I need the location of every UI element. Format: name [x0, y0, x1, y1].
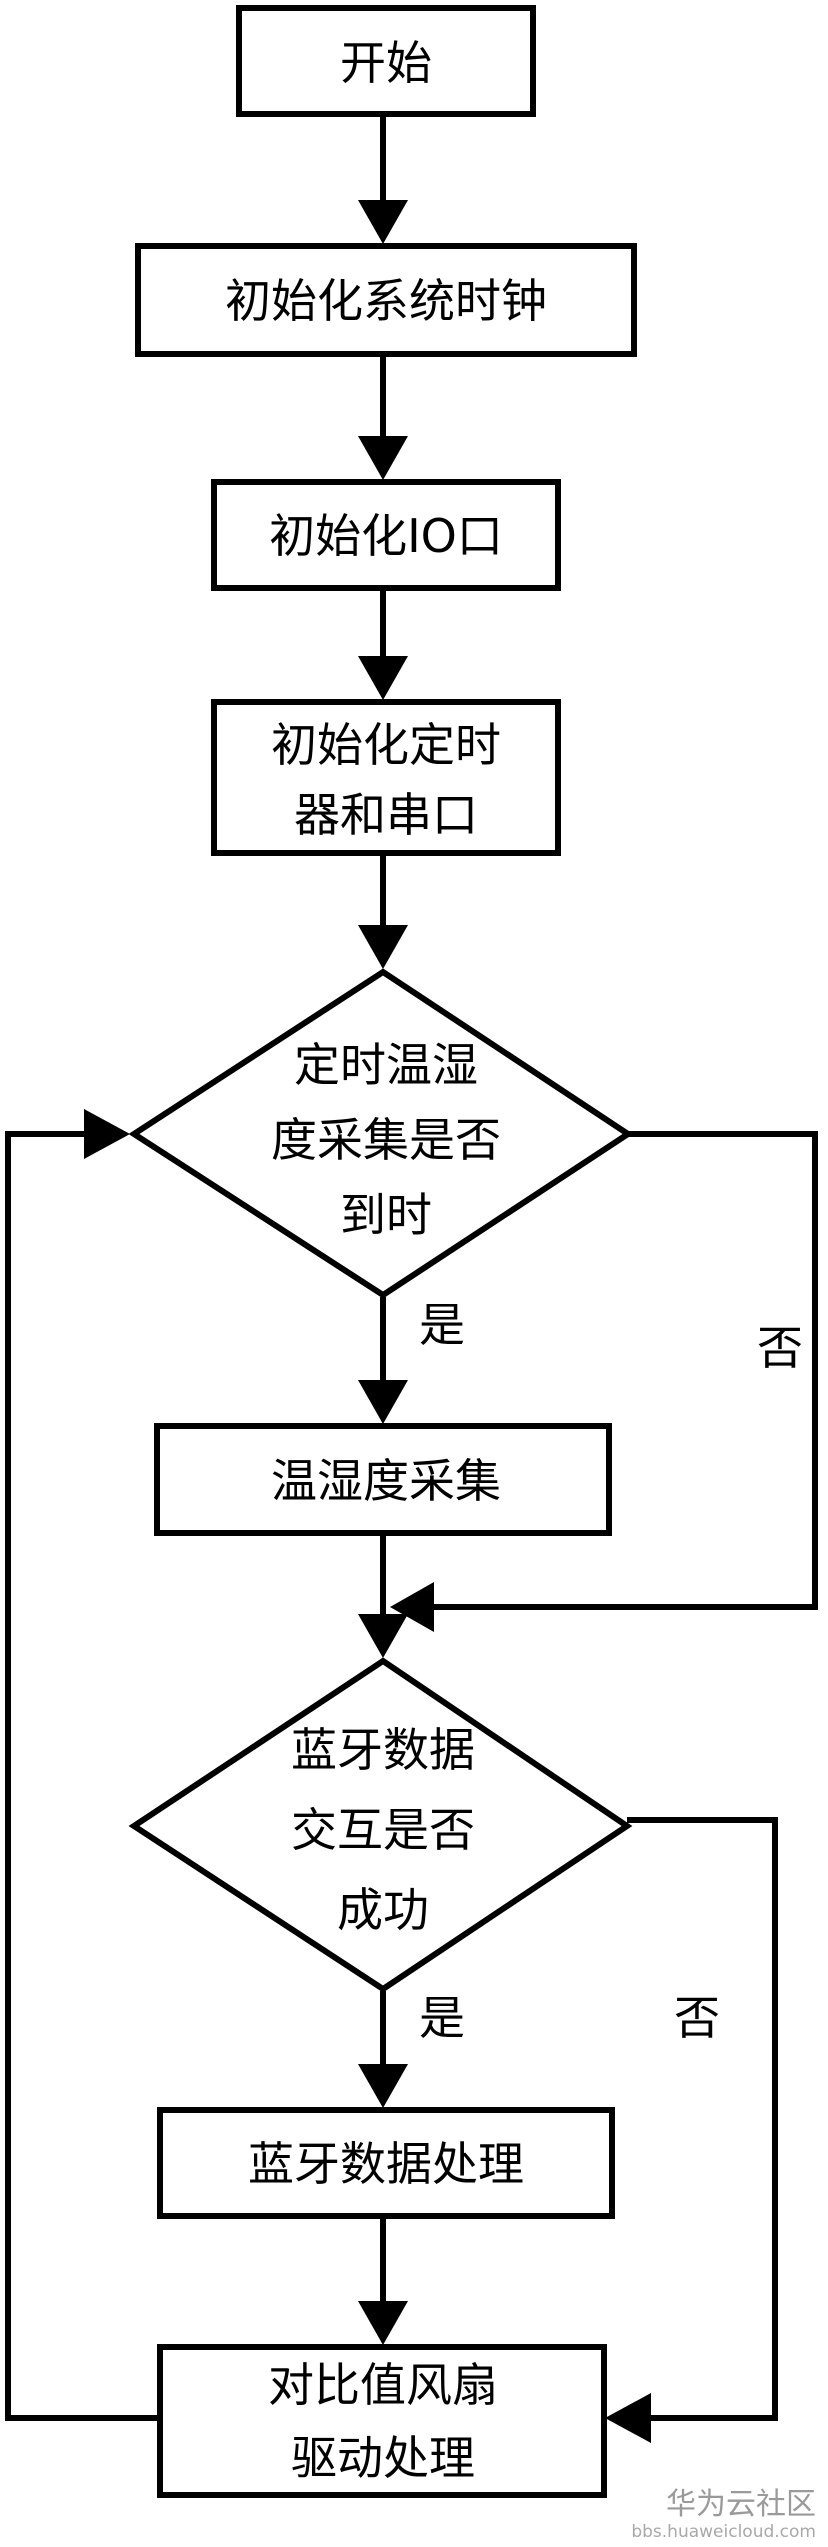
decision-timer-label-line1: 定时温湿	[294, 1038, 478, 1092]
node-init-timer-label-line1: 初始化定时	[271, 718, 501, 772]
node-init-io: 初始化IO口	[211, 479, 561, 591]
arrowhead-check-timer	[358, 925, 408, 969]
edge-check-bluetooth-no	[627, 1817, 778, 2421]
node-init-clock: 初始化系统时钟	[135, 243, 637, 357]
decision-bluetooth-label-line3: 成功	[337, 1883, 429, 1937]
decision-timer-label-line3: 到时	[340, 1188, 432, 1242]
arrowhead-fan-side	[605, 2393, 651, 2443]
node-init-io-label: 初始化IO口	[269, 509, 503, 563]
node-fan-drive: 对比值风扇 驱动处理	[157, 2344, 607, 2498]
decision-bluetooth-label-line1: 蓝牙数据	[291, 1723, 475, 1777]
edge-check-timer-no	[430, 1131, 818, 1610]
watermark-main: 华为云社区	[666, 2487, 816, 2522]
arrowhead-timer-init	[358, 656, 408, 700]
arrowhead-no-merge	[390, 1582, 434, 1632]
arrowhead-clock	[358, 200, 408, 244]
decision-bluetooth: 蓝牙数据 交互是否 成功	[128, 1657, 633, 1993]
node-bt-process: 蓝牙数据处理	[157, 2107, 615, 2219]
decision-bluetooth-label-line2: 交互是否	[291, 1803, 475, 1857]
decision-timer: 定时温湿 度采集是否 到时	[128, 968, 634, 1299]
node-init-clock-label: 初始化系统时钟	[225, 274, 547, 328]
node-init-timer: 初始化定时 器和串口	[211, 699, 561, 856]
node-collect: 温湿度采集	[154, 1423, 612, 1536]
arrowhead-bt-process	[358, 2064, 408, 2108]
arrowhead-fan-drive	[358, 2301, 408, 2345]
node-fan-drive-label-line2: 驱动处理	[291, 2431, 475, 2485]
edge-label-bt-no: 否	[674, 1991, 720, 2045]
decision-timer-label-line2: 度采集是否	[271, 1113, 501, 1167]
node-init-timer-label-line2: 器和串口	[294, 788, 478, 842]
arrowhead-check-bluetooth	[358, 1614, 408, 1658]
edge-loop-back	[5, 1131, 160, 2421]
edge-label-timer-yes: 是	[419, 1298, 465, 1352]
arrowhead-loop-back	[84, 1109, 130, 1159]
node-collect-label: 温湿度采集	[271, 1454, 501, 1508]
arrowhead-collect	[358, 1380, 408, 1424]
edge-label-timer-no: 否	[757, 1321, 803, 1375]
arrowhead-io	[358, 436, 408, 480]
node-start-label: 开始	[340, 36, 432, 90]
node-start: 开始	[236, 5, 536, 117]
watermark: 华为云社区 bbs.huaweicloud.com	[631, 2487, 816, 2542]
connectors	[5, 116, 818, 2443]
edge-label-bt-yes: 是	[419, 1991, 465, 2045]
watermark-sub: bbs.huaweicloud.com	[631, 2522, 816, 2542]
node-fan-drive-label-line1: 对比值风扇	[268, 2358, 498, 2412]
node-bt-process-label: 蓝牙数据处理	[248, 2137, 524, 2191]
